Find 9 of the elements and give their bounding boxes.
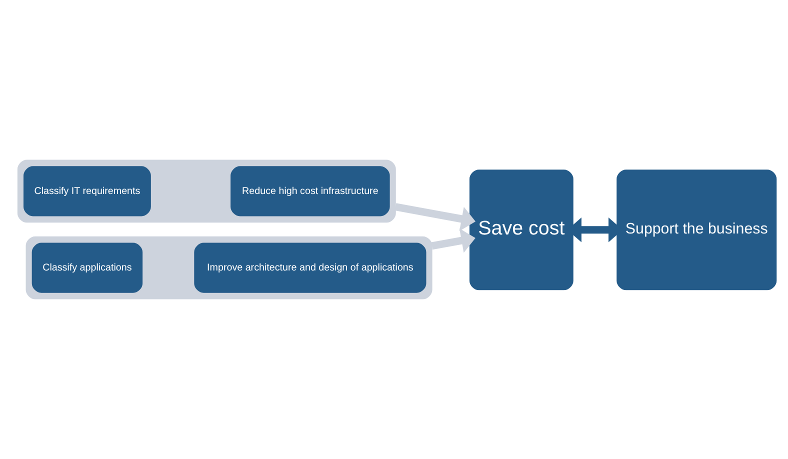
node-box: Save cost: [469, 170, 574, 290]
node-box: Improve architecture and design of applications: [194, 242, 426, 293]
cluster: [17, 160, 396, 223]
node-box: Classify IT requirements: [24, 166, 151, 216]
cluster: [26, 236, 432, 300]
node-box: Reduce high cost infrastructure: [230, 166, 390, 216]
arrow: [394, 203, 476, 232]
node-box: Classify applications: [32, 242, 143, 293]
node-box: Support the business: [616, 170, 777, 290]
